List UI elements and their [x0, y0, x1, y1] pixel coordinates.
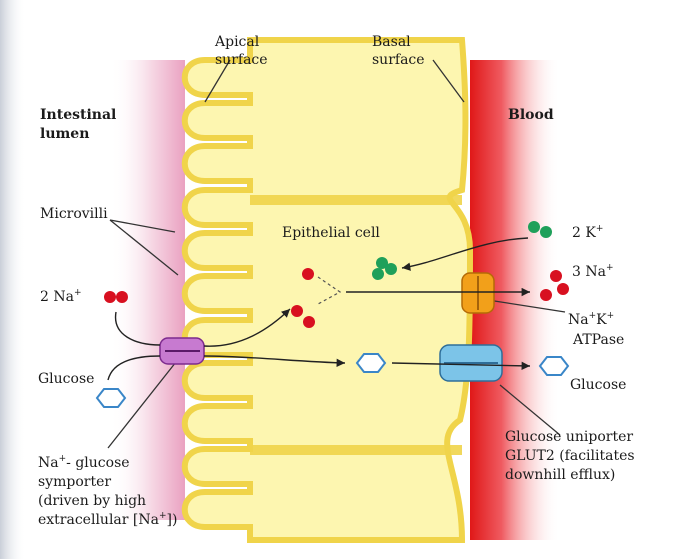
lumen-region	[110, 60, 185, 520]
blood-label: Blood	[508, 107, 554, 123]
sodium-ion	[557, 283, 569, 295]
symporter-label: Na+- glucose	[38, 454, 130, 471]
sodium-ion	[540, 289, 552, 301]
atpase-label: ATPase	[572, 332, 624, 348]
glucose-hexagon-cytosol	[357, 354, 385, 372]
sodium-ion	[104, 291, 116, 303]
epithelial-cell	[185, 40, 470, 540]
symporter-label: (driven by high	[38, 493, 146, 509]
potassium-blood-label: 2 K+	[572, 224, 603, 241]
apical-surface-label: Apical	[214, 34, 260, 50]
sodium-ion	[550, 270, 562, 282]
uniporter-label: downhill efflux)	[505, 467, 615, 483]
potassium-ion	[528, 221, 540, 233]
sodium-lumen-label: 2 Na+	[40, 288, 82, 305]
sodium-ion	[302, 268, 314, 280]
sodium-ion	[303, 316, 315, 328]
cell-divider-top	[250, 195, 462, 205]
na-glucose-symporter	[160, 338, 204, 364]
basal-surface-label: surface	[372, 52, 425, 68]
basal-surface-label: Basal	[372, 34, 411, 50]
potassium-ion	[385, 263, 397, 275]
uniporter-label: Glucose uniporter	[505, 429, 633, 445]
glut2-uniporter	[440, 345, 502, 381]
page-edge-shadow	[0, 0, 26, 559]
glucose-lumen-label: Glucose	[38, 371, 94, 387]
microvilli-label: Microvilli	[40, 206, 108, 222]
cell-divider-bottom	[250, 445, 462, 455]
epithelial-cell-label: Epithelial cell	[282, 225, 380, 241]
intestinal-lumen-label: lumen	[40, 126, 89, 142]
potassium-ion	[372, 268, 384, 280]
glucose-hexagon-lumen	[97, 389, 125, 407]
symporter-label: extracellular [Na+])	[38, 511, 177, 528]
sodium-blood-label: 3 Na+	[572, 263, 614, 280]
uniporter-label: GLUT2 (facilitates	[505, 448, 635, 464]
potassium-ion	[540, 226, 552, 238]
intestinal-lumen-label: Intestinal	[40, 107, 116, 123]
atpase-label: Na+K+	[568, 311, 614, 328]
sodium-ion	[291, 305, 303, 317]
glucose-hexagon-blood	[540, 357, 568, 375]
symporter-label: symporter	[38, 474, 111, 490]
apical-surface-label: surface	[215, 52, 268, 68]
na-k-atpase	[462, 273, 494, 313]
glucose-blood-label: Glucose	[570, 377, 626, 393]
sodium-ion	[116, 291, 128, 303]
